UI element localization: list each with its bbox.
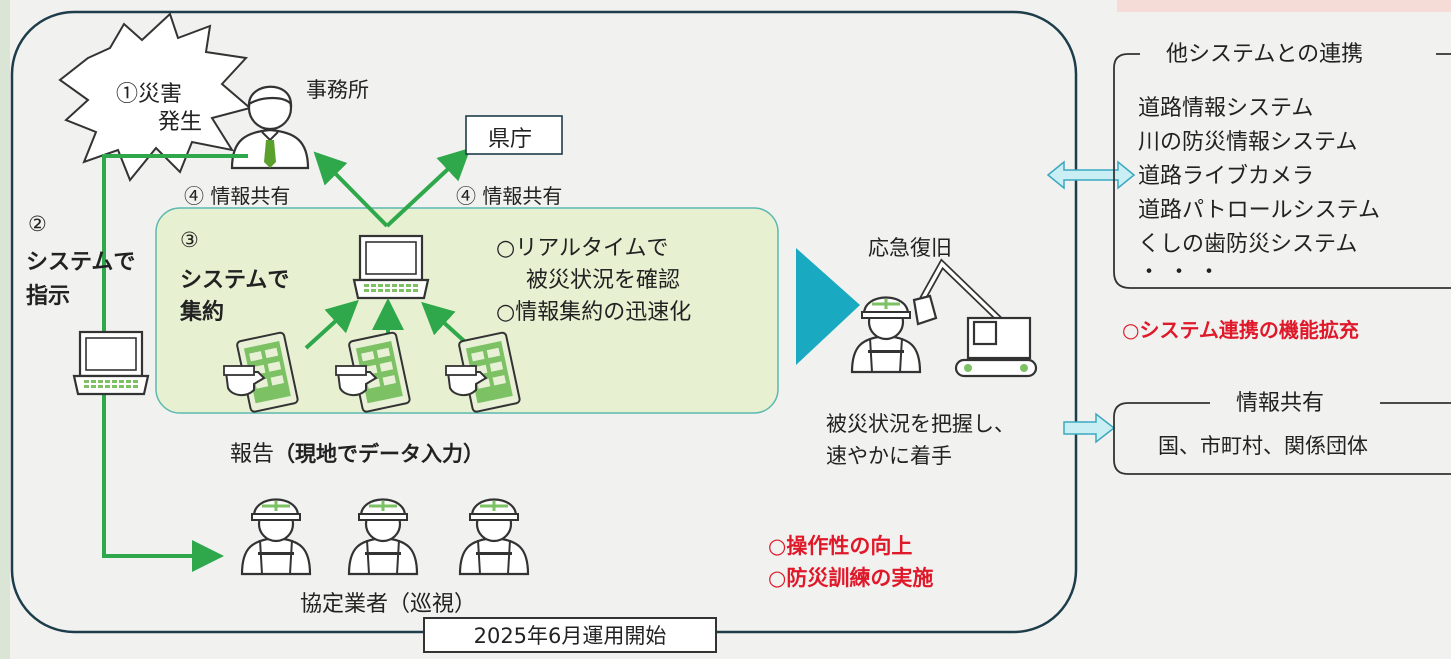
step3-num: ③ — [180, 228, 199, 252]
contractors-label: 協定業者（巡視） — [300, 592, 477, 617]
step1-line2: 発生 — [158, 110, 203, 135]
other-systems-list: 道路情報システム 川の防災情報システム 道路ライブカメラ 道路パトロールシステム… — [1138, 92, 1380, 284]
info-share-body: 国、市町村、関係団体 — [1158, 434, 1368, 458]
double-arrow — [1046, 160, 1136, 190]
office-worker-icon — [230, 85, 310, 170]
left-band — [0, 0, 10, 659]
central-panel — [155, 207, 779, 414]
share-right-label: ④ 情報共有 — [456, 184, 563, 208]
left-laptop-icon — [72, 330, 150, 396]
office-label: 事務所 — [306, 78, 369, 102]
report-label: 報告（現地でデータ入力） — [230, 436, 484, 468]
flow-triangle — [796, 248, 860, 365]
feature-line1: ○リアルタイムで — [496, 236, 669, 261]
feature-line2: 被災状況を確認 — [526, 268, 681, 293]
start-label: 2025年6月運用開始 — [473, 624, 667, 648]
other-system-item: 川の防災情報システム — [1138, 130, 1358, 155]
improvement-line2: ○防災訓練の実施 — [768, 566, 934, 590]
share-left-label: ④ 情報共有 — [184, 184, 291, 208]
contractor-worker-icon-3 — [458, 498, 530, 576]
share-arrow — [1063, 412, 1116, 444]
recovery-worker-icon — [850, 296, 922, 374]
step1-line1: ①災害 — [116, 82, 183, 107]
other-systems-title: 他システムとの連携 — [1156, 36, 1374, 68]
other-system-item: 道路ライブカメラ — [1138, 164, 1315, 189]
prefecture-box — [465, 115, 563, 155]
other-system-item: ・・・ — [1138, 260, 1229, 285]
top-right-band — [1117, 0, 1451, 12]
report-label-normal: 報告 — [230, 442, 275, 467]
improvement-line1: ○操作性の向上 — [768, 534, 913, 558]
info-share-title: 情報共有 — [1210, 385, 1351, 417]
other-system-item: くしの歯防災システム — [1138, 232, 1358, 257]
recovery-desc2: 速やかに着手 — [826, 444, 952, 468]
step3-line1: システムで — [180, 268, 290, 293]
recovery-desc1: 被災状況を把握し、 — [826, 412, 1015, 436]
other-system-item: 道路パトロールシステム — [1138, 198, 1381, 223]
report-label-bold: （現地でデータ入力） — [274, 442, 485, 466]
step3-line2: 集約 — [180, 300, 225, 325]
info-share-frame — [1113, 402, 1451, 475]
prefecture-label: 県庁 — [488, 127, 533, 152]
other-systems-frame — [1113, 53, 1451, 289]
step2-line2: 指示 — [26, 284, 71, 309]
explosion-shape — [58, 12, 253, 182]
contractor-worker-icon-2 — [347, 498, 419, 576]
expansion-label: ○システム連携の機能拡充 — [1122, 318, 1359, 342]
step2-line1: システムで — [26, 250, 136, 275]
other-system-item: 道路情報システム — [1138, 96, 1314, 121]
excavator-icon — [912, 258, 1038, 378]
contractor-worker-icon-1 — [240, 498, 312, 576]
start-label-box — [423, 617, 717, 653]
step2-num: ② — [28, 212, 47, 236]
center-laptop-icon — [352, 234, 430, 300]
feature-line3: ○情報集約の迅速化 — [496, 300, 692, 325]
recovery-title: 応急復旧 — [868, 236, 952, 260]
